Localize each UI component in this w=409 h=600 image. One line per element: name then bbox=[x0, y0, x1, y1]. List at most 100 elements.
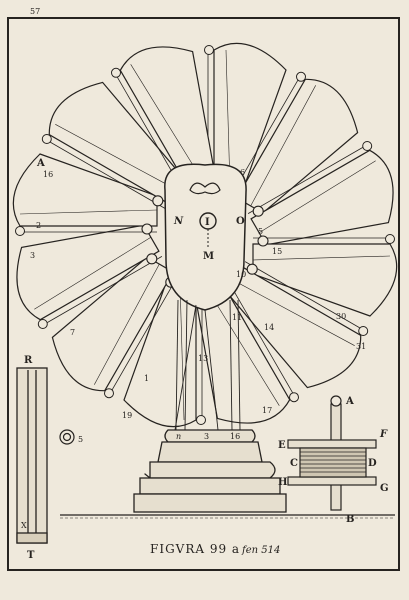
wheel-blade bbox=[194, 280, 291, 424]
wheel-rod bbox=[46, 139, 166, 209]
tip-ball bbox=[41, 134, 52, 144]
page-number: 57 bbox=[30, 7, 40, 16]
label-10: 10 bbox=[236, 270, 246, 279]
label-17: 17 bbox=[262, 406, 272, 415]
tube-apparatus bbox=[16, 367, 48, 544]
tip-ball bbox=[385, 234, 395, 244]
label-11: 11 bbox=[232, 313, 242, 322]
figure-caption: FIGVRA 99 a bbox=[150, 542, 240, 556]
label-N: N bbox=[173, 216, 184, 227]
tip-ball bbox=[15, 226, 25, 236]
wheel-blade bbox=[235, 78, 359, 214]
weight-ball bbox=[141, 223, 153, 235]
weight-ball bbox=[246, 263, 258, 275]
label-R: R bbox=[24, 355, 33, 366]
label-base-3: 3 bbox=[204, 432, 209, 441]
support-cords bbox=[174, 299, 241, 431]
label-pulley-G: G bbox=[380, 483, 389, 494]
label-7: 7 bbox=[70, 328, 75, 337]
coil-ornament bbox=[59, 429, 75, 445]
wheel-blade bbox=[12, 153, 158, 227]
label-X: X bbox=[21, 521, 27, 530]
wheel-blade bbox=[250, 149, 394, 246]
wheel-rod bbox=[226, 277, 296, 397]
label-I: I bbox=[205, 217, 210, 228]
label-3: 3 bbox=[30, 251, 35, 260]
tip-ball bbox=[362, 141, 373, 151]
tip-ball bbox=[196, 415, 206, 425]
weight-ball bbox=[146, 253, 158, 265]
label-16: 16 bbox=[43, 170, 53, 179]
label-O: O bbox=[236, 216, 245, 227]
label-pulley-H: H bbox=[278, 477, 287, 488]
label-pulley-F: F bbox=[379, 429, 388, 440]
tip-ball bbox=[111, 67, 121, 78]
pulley-labels: A F E C D H G B bbox=[278, 396, 389, 525]
label-1: 1 bbox=[144, 374, 149, 383]
weight-ball bbox=[252, 205, 264, 217]
label-5: 5 bbox=[258, 227, 263, 236]
wheel-arms bbox=[12, 42, 398, 428]
wheel-hub bbox=[164, 163, 247, 311]
label-pulley-E: E bbox=[278, 440, 286, 451]
label-pulley-A: A bbox=[345, 396, 354, 407]
hub-plate bbox=[164, 163, 247, 311]
wheel-labels: A 16 6 5 15 10 30 31 11 14 13 17 19 1 7 … bbox=[30, 158, 366, 420]
label-A: A bbox=[36, 158, 45, 169]
wheel-blade bbox=[252, 243, 398, 317]
tip-ball bbox=[204, 45, 214, 55]
wheel-rod bbox=[109, 274, 179, 394]
wheel-blade bbox=[48, 81, 184, 205]
label-pulley-D: D bbox=[368, 458, 377, 469]
label-14: 14 bbox=[264, 323, 274, 332]
weight-ball bbox=[152, 195, 164, 207]
wheel-blade-inner-line bbox=[225, 49, 231, 188]
pulley-apparatus bbox=[287, 395, 377, 511]
wheel-blade bbox=[119, 46, 216, 190]
label-30: 30 bbox=[336, 312, 346, 321]
wheel-blade bbox=[226, 265, 362, 389]
wheel-blade-inner-line bbox=[34, 237, 152, 310]
weight-ball bbox=[257, 235, 269, 247]
label-T: T bbox=[27, 550, 35, 561]
label-coil-5: 5 bbox=[78, 435, 83, 444]
label-base-16: 16 bbox=[230, 432, 240, 441]
label-base-n: n bbox=[176, 432, 181, 441]
wheel-blade bbox=[51, 256, 175, 392]
tip-ball bbox=[37, 319, 48, 329]
label-pulley-C: C bbox=[290, 458, 298, 469]
wheel-blade-inner-line bbox=[55, 124, 177, 190]
wheel-rod bbox=[43, 256, 163, 326]
wheel-blade-inner-line bbox=[252, 255, 391, 261]
label-19: 19 bbox=[122, 411, 132, 420]
wheel-blade-inner-line bbox=[207, 288, 280, 406]
label-pulley-B: B bbox=[346, 514, 354, 525]
tip-ball bbox=[104, 388, 114, 399]
wheel-blade-inner-line bbox=[258, 160, 376, 233]
hub-ornament bbox=[189, 182, 221, 195]
figure-caption-note: fen 514 bbox=[241, 545, 280, 556]
wheel-rod bbox=[247, 144, 367, 214]
wheel-blade bbox=[213, 42, 287, 188]
tip-ball bbox=[358, 326, 369, 336]
tip-ball bbox=[296, 71, 306, 82]
wheel-blade-inner-line bbox=[179, 282, 185, 421]
wheel-blade-inner-line bbox=[94, 263, 160, 385]
tip-ball bbox=[289, 392, 299, 403]
wheel-blade-inner-line bbox=[233, 280, 355, 346]
label-M: M bbox=[203, 251, 214, 262]
wheel-blade-inner-line bbox=[19, 209, 158, 215]
wheel-blade-inner-line bbox=[250, 85, 316, 207]
frame-border bbox=[7, 17, 400, 571]
label-6: 6 bbox=[240, 168, 245, 177]
label-31: 31 bbox=[356, 342, 366, 351]
label-15: 15 bbox=[272, 247, 282, 256]
pedestal bbox=[133, 429, 287, 513]
wheel-blade bbox=[16, 224, 160, 321]
base-labels: n 3 16 5 bbox=[78, 432, 240, 444]
label-2: 2 bbox=[36, 221, 41, 230]
wheel-blade-inner-line bbox=[130, 64, 203, 182]
tube-labels: R X T bbox=[21, 355, 35, 561]
